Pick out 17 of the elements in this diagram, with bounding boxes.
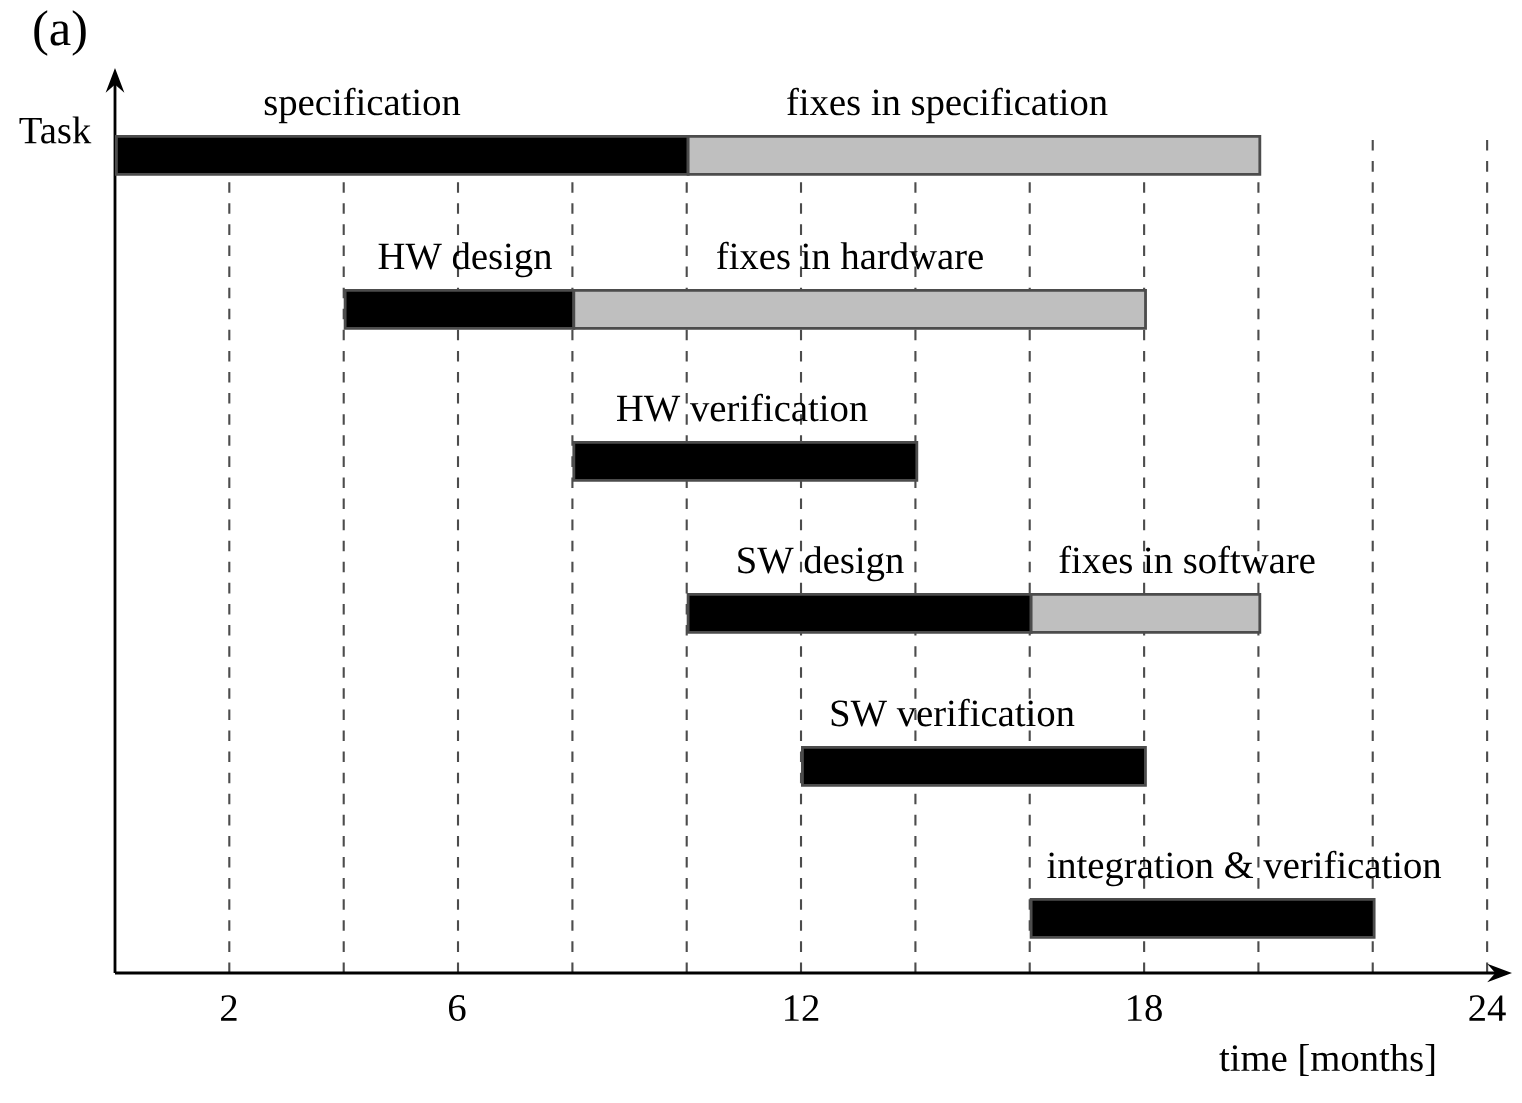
tick-label: 2 [221,995,237,1021]
task-label: fixes in software [1059,545,1315,574]
task-label: specification [264,87,461,124]
task-label: integration & verification [1047,850,1442,887]
tick-label: 6 [449,995,466,1021]
task-label: SW design [738,546,904,582]
axis-label: Task [19,116,92,144]
task-label: fixes in specification [787,87,1108,124]
task-label: fixes in hardware [717,241,983,270]
tick-label: 24 [1469,995,1506,1021]
task-label: HW verification [617,393,868,422]
tick-label: 12 [785,995,819,1021]
task-label: HW design [378,242,552,278]
tick-label: 18 [1128,995,1162,1022]
task-label: SW verification [831,698,1075,727]
panel-label: (a) [34,10,86,56]
axis-label: time [months] [1219,1044,1435,1076]
